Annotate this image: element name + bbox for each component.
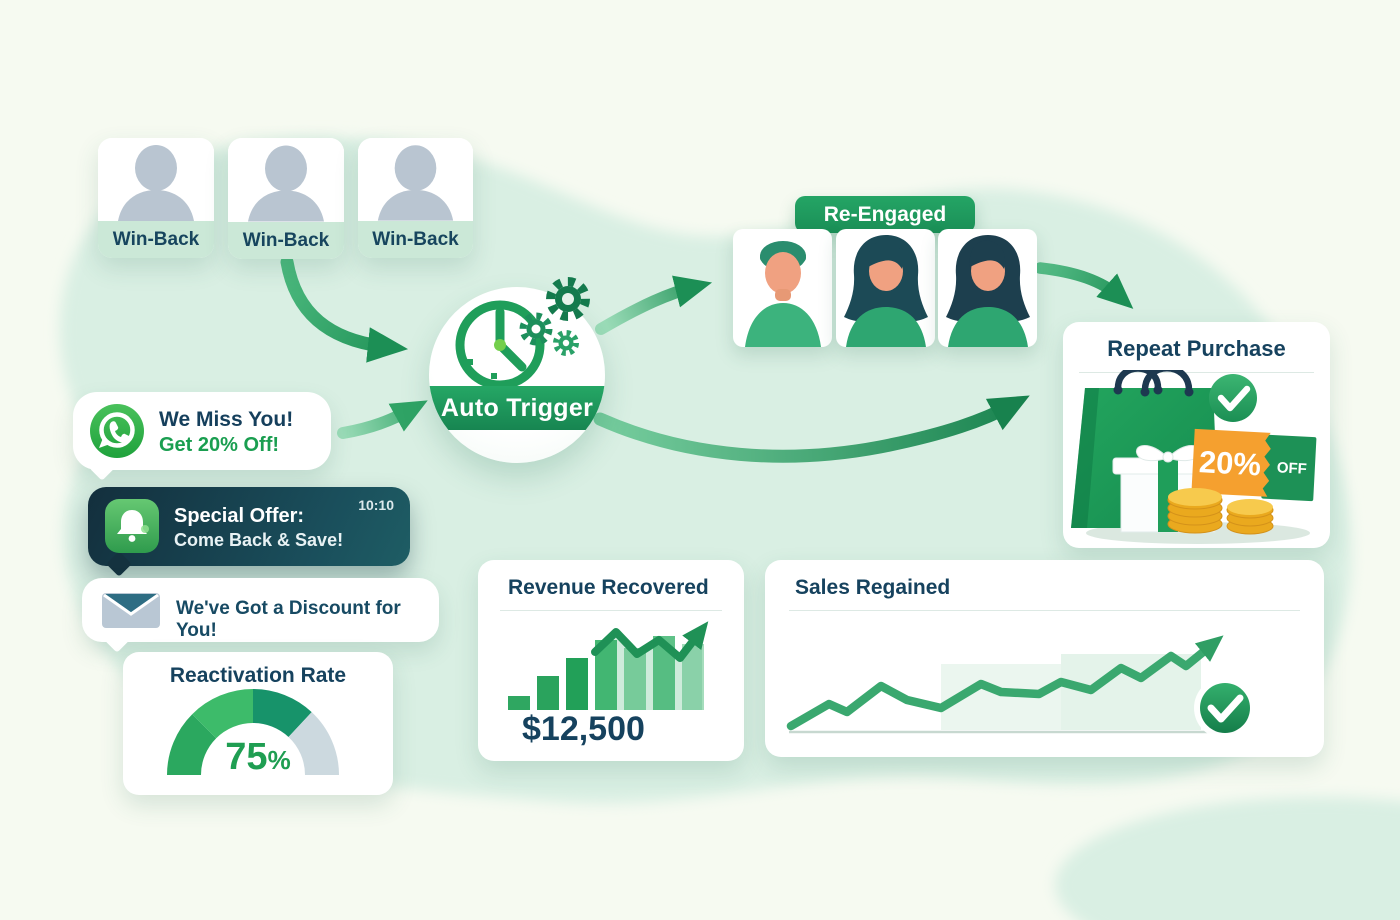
email-message-text: We've Got a Discount for You! [176, 598, 401, 641]
coins-icon [1167, 488, 1274, 535]
push-notification-bubble: 10:10 Special Offer: Come Back & Save! [88, 487, 410, 577]
sales-regained-title: Sales Regained [795, 576, 951, 599]
female-avatar-icon [844, 235, 928, 347]
winback-label-band: Win-Back [358, 221, 473, 258]
sales-line-chart [786, 635, 1256, 739]
avatar-placeholder-icon [98, 138, 214, 221]
gear-icon [553, 330, 579, 356]
gauge-number: 75 [225, 736, 268, 778]
male-avatar-icon [745, 241, 821, 347]
revenue-recovered-card: Revenue Recovered $12,500 [478, 560, 744, 761]
notification-body: Come Back & Save! [174, 530, 344, 550]
gauge-unit: % [267, 745, 291, 775]
email-message-bubble: We've Got a Discount for You! [82, 578, 439, 653]
repeat-purchase-card: Repeat Purchase [1063, 322, 1330, 548]
reactivation-rate-card: Reactivation Rate 75% [123, 652, 393, 795]
winback-label: Win-Back [372, 228, 459, 250]
envelope-icon [102, 593, 160, 628]
check-circle-icon [1194, 677, 1256, 739]
gauge-chart [167, 689, 339, 775]
whatsapp-message-line2: Get 20% Off! [159, 434, 280, 457]
revenue-recovered-title: Revenue Recovered [508, 576, 709, 599]
reactivation-rate-value: 75% [123, 738, 393, 776]
reengaged-customer-card-1 [733, 229, 832, 347]
notification-title: Special Offer: [174, 505, 305, 527]
arrow-trigger-to-repeat-purchase [593, 395, 1030, 463]
reengaged-customer-card-2 [836, 229, 935, 347]
check-circle-icon [1209, 374, 1257, 422]
notification-time: 10:10 [358, 497, 394, 513]
auto-trigger-band: Auto Trigger [429, 386, 605, 430]
gear-icons [519, 277, 590, 356]
revenue-amount: $12,500 [522, 710, 645, 748]
arrow-winback-to-trigger [280, 255, 409, 363]
reengaged-customer-card-3 [938, 229, 1037, 347]
avatar-placeholder-icon [358, 138, 473, 221]
divider [500, 610, 722, 611]
divider [1079, 372, 1314, 373]
coupon-icon: 20% OFF [1191, 428, 1317, 502]
winback-customer-card-1: Win-Back [98, 138, 214, 258]
winback-label: Win-Back [112, 228, 200, 250]
reengaged-badge: Re-Engaged [795, 196, 975, 233]
female-avatar-icon [946, 235, 1030, 347]
winback-customer-card-2: Win-Back [228, 138, 344, 259]
winback-customer-card-3: Win-Back [358, 138, 473, 258]
arrow-reengaged-to-repeat-purchase [1034, 262, 1134, 309]
sales-regained-card: Sales Regained [765, 560, 1324, 757]
reengaged-label: Re-Engaged [823, 202, 947, 226]
divider [789, 610, 1300, 611]
coupon-value: 20% [1198, 444, 1262, 482]
revenue-bar-chart [508, 621, 709, 710]
avatar-placeholder-icon [228, 138, 344, 222]
bell-icon [105, 499, 159, 553]
arrow-trigger-to-reengaged [595, 275, 713, 335]
winback-label-band: Win-Back [98, 221, 214, 258]
whatsapp-icon [90, 404, 144, 458]
auto-trigger-label: Auto Trigger [440, 393, 594, 422]
coupon-suffix: OFF [1276, 459, 1307, 478]
whatsapp-message-line1: We Miss You! [159, 408, 294, 431]
reactivation-rate-title: Reactivation Rate [169, 664, 347, 687]
whatsapp-message-bubble: We Miss You! Get 20% Off! [73, 392, 331, 481]
repeat-purchase-illustration: 20% OFF [1071, 370, 1317, 544]
arrow-whatsapp-to-trigger [337, 400, 428, 439]
winback-label-band: Win-Back [228, 222, 344, 259]
repeat-purchase-title: Repeat Purchase [1107, 336, 1286, 361]
winback-label: Win-Back [242, 229, 330, 251]
gear-icon [519, 312, 553, 346]
gear-icon [546, 277, 590, 321]
clock-icon [455, 300, 545, 390]
